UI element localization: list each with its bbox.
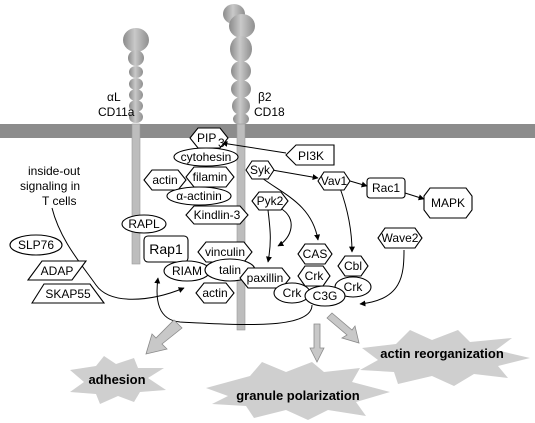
node-cytohesin: cytohesin xyxy=(173,147,239,167)
wave2-label: Wave2 xyxy=(382,231,419,245)
node-wave2: Wave2 xyxy=(377,227,423,249)
actin-bottom-label: actin xyxy=(202,286,227,300)
node-pyk2: Pyk2 xyxy=(251,191,289,211)
beta2-chain xyxy=(223,4,255,331)
adhesion-label: adhesion xyxy=(88,372,145,387)
plasma-membrane xyxy=(0,124,535,138)
riam-label: RIAM xyxy=(172,264,202,278)
node-talin: talin xyxy=(204,258,256,282)
node-pi3k: PI3K xyxy=(285,144,335,166)
beta-symbol: β2 xyxy=(258,90,272,104)
filamin-label: filamin xyxy=(193,170,228,184)
outcome-granule-polarization: granule polarization xyxy=(206,362,390,420)
adap-label: ADAP xyxy=(41,264,74,278)
cbl-label: Cbl xyxy=(344,259,362,273)
node-rapl: RAPL xyxy=(121,214,167,234)
node-mapk: MAPK xyxy=(423,187,473,219)
alpha-name: CD11a xyxy=(98,105,135,119)
skap55-label: SKAP55 xyxy=(45,287,91,301)
actin-top-label: actin xyxy=(152,173,177,187)
node-actin-bottom: actin xyxy=(195,282,235,304)
mapk-label: MAPK xyxy=(431,196,465,210)
node-alpha-actinin: α-actinin xyxy=(166,186,232,206)
pip-subscript: 3 xyxy=(218,136,225,150)
node-kindlin3: Kindlin-3 xyxy=(185,205,249,225)
kindlin-label: Kindlin-3 xyxy=(194,208,241,222)
node-actin-top: actin xyxy=(143,169,187,191)
node-syk: Syk xyxy=(245,160,275,180)
pip-label: PIP xyxy=(197,131,216,145)
node-cas: CAS xyxy=(297,243,333,265)
cytohesin-label: cytohesin xyxy=(181,150,232,164)
outcome-adhesion: adhesion xyxy=(70,356,166,404)
pyk2-label: Pyk2 xyxy=(257,194,284,208)
c3g-label: C3G xyxy=(313,289,338,303)
inside-out-line2: signaling in xyxy=(20,179,80,193)
arrow-to-granule xyxy=(309,323,325,363)
paxillin-label: paxillin xyxy=(247,271,284,285)
node-crk-mid: Crk xyxy=(297,265,331,287)
alpha-l-chain xyxy=(123,28,149,265)
crk-mid-label: Crk xyxy=(305,269,325,283)
inside-out-line3: T cells xyxy=(42,194,76,208)
node-skap55: SKAP55 xyxy=(31,283,106,304)
syk-label: Syk xyxy=(250,163,271,177)
node-pip3: PIP 3 xyxy=(189,127,229,150)
crk-pax-label: Crk xyxy=(283,286,303,300)
node-slp76: SLP76 xyxy=(9,234,63,256)
node-cbl: Cbl xyxy=(337,255,369,277)
beta-name: CD18 xyxy=(254,105,285,119)
crk-right-label: Crk xyxy=(344,280,364,294)
alpha-actinin-label: α-actinin xyxy=(176,189,222,203)
rap1-label: Rap1 xyxy=(149,241,183,257)
alpha-symbol: αL xyxy=(107,90,121,104)
node-riam: RIAM xyxy=(163,260,211,282)
vinculin-label: vinculin xyxy=(205,245,245,259)
connectors xyxy=(51,140,425,326)
talin-label: talin xyxy=(219,263,241,277)
node-paxillin: paxillin xyxy=(239,267,291,289)
inside-out-line1: inside-out xyxy=(28,164,81,178)
slp76-label: SLP76 xyxy=(18,238,54,252)
node-c3g: C3G xyxy=(304,285,346,307)
node-crk-pax: Crk xyxy=(273,282,311,304)
arrow-to-actin-reorg xyxy=(326,312,360,344)
cas-label: CAS xyxy=(303,247,328,261)
vav1-label: Vav1 xyxy=(321,174,348,188)
granule-label: granule polarization xyxy=(236,388,360,403)
node-vinculin: vinculin xyxy=(197,241,253,263)
node-adap: ADAP xyxy=(26,260,88,281)
node-filamin: filamin xyxy=(185,166,235,188)
node-rac1: Rac1 xyxy=(366,177,406,199)
actin-reorg-label: actin reorganization xyxy=(380,346,504,361)
outcome-actin-reorganization: actin reorganization xyxy=(360,330,530,386)
node-vav1: Vav1 xyxy=(317,171,351,191)
rac1-label: Rac1 xyxy=(372,181,400,195)
pi3k-label: PI3K xyxy=(298,149,324,163)
arrow-to-adhesion xyxy=(145,319,183,355)
rapl-label: RAPL xyxy=(128,217,160,231)
node-rap1: Rap1 xyxy=(143,235,189,263)
